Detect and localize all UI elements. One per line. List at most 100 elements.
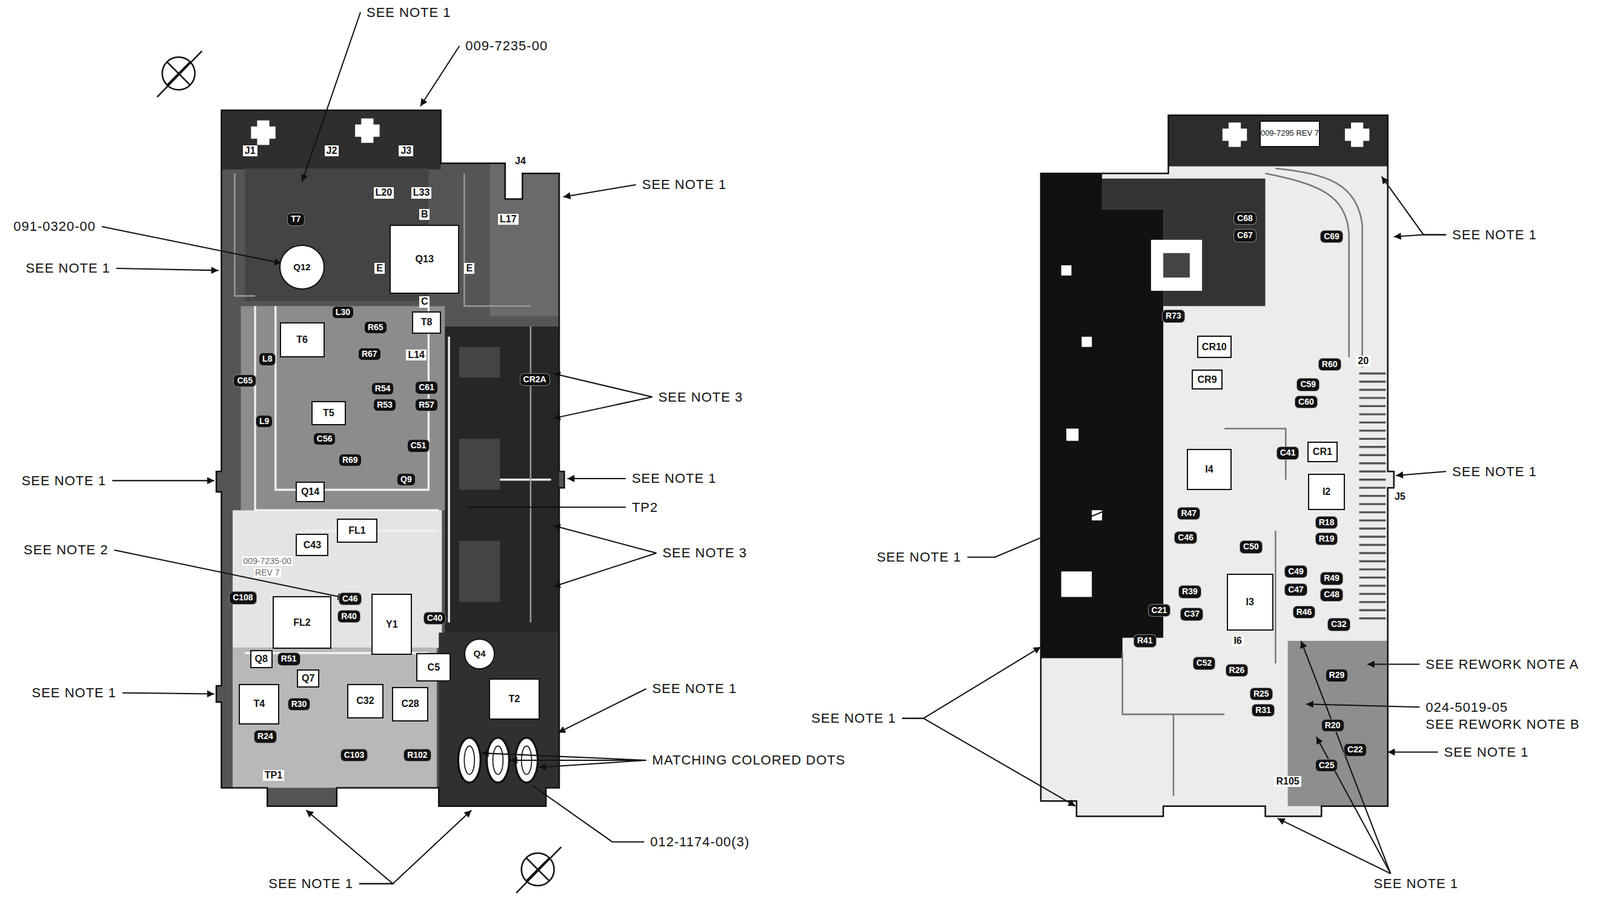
component-body: C48 bbox=[1320, 588, 1343, 601]
component-body: C47 bbox=[1284, 584, 1307, 596]
part-label: L30 bbox=[335, 307, 351, 317]
part-label: C41 bbox=[1280, 448, 1296, 458]
component-body: R102 bbox=[404, 749, 431, 761]
leader-line bbox=[510, 759, 646, 761]
part-label: I4 bbox=[1204, 464, 1213, 475]
component-body: R46 bbox=[1293, 606, 1316, 618]
component-body: C68 bbox=[1234, 212, 1256, 225]
leader-line bbox=[101, 226, 282, 264]
component-body: C61 bbox=[415, 381, 438, 394]
component-body: L30 bbox=[332, 306, 354, 319]
component-outline: Q13 bbox=[389, 224, 460, 295]
component-body: R30 bbox=[288, 698, 311, 711]
part-label: R20 bbox=[1324, 720, 1341, 731]
part-label: I3 bbox=[1246, 596, 1255, 608]
component-body: R69 bbox=[339, 454, 362, 466]
reference-designator: B bbox=[419, 209, 431, 220]
reference-designator: R105 bbox=[1274, 776, 1301, 787]
part-label: R46 bbox=[1296, 607, 1313, 617]
part-label: R69 bbox=[342, 455, 359, 465]
part-label: T6 bbox=[296, 334, 308, 346]
reference-designator: L20 bbox=[373, 187, 395, 199]
part-label: R19 bbox=[1318, 534, 1335, 544]
component-body: R51 bbox=[278, 653, 300, 665]
part-label: C5 bbox=[427, 662, 440, 674]
leader-line bbox=[567, 478, 626, 480]
component-body: C46 bbox=[1174, 531, 1197, 544]
reference-designator: E bbox=[464, 262, 475, 274]
part-label: CR9 bbox=[1197, 374, 1218, 386]
leader-line bbox=[114, 550, 346, 598]
leader-line bbox=[122, 693, 215, 695]
part-label: C22 bbox=[1347, 745, 1364, 755]
part-label: C59 bbox=[1300, 379, 1316, 389]
component-outline: T5 bbox=[311, 401, 346, 426]
part-label: T2 bbox=[508, 693, 521, 705]
leader-line bbox=[553, 396, 653, 419]
callout-note: SEE NOTE 1 bbox=[1450, 227, 1539, 243]
reference-designator: J5 bbox=[1392, 491, 1408, 503]
callout-note: SEE NOTE 3 bbox=[660, 545, 749, 561]
part-label: R26 bbox=[1229, 665, 1245, 675]
part-label: FL1 bbox=[348, 525, 366, 537]
part-label: C40 bbox=[427, 613, 443, 623]
component-body: C49 bbox=[1284, 565, 1307, 578]
part-label: R24 bbox=[257, 731, 274, 741]
callout-note: SEE NOTE 1 bbox=[24, 260, 112, 276]
component-body: C60 bbox=[1295, 396, 1318, 408]
component-body: C56 bbox=[313, 433, 336, 445]
component-body: R54 bbox=[371, 382, 394, 395]
part-label: R40 bbox=[341, 611, 357, 621]
leader-line bbox=[305, 809, 393, 884]
part-label: C49 bbox=[1287, 567, 1304, 577]
component-body: C52 bbox=[1193, 657, 1216, 669]
callout-note: SEE NOTE 3 bbox=[657, 389, 745, 405]
part-label: C60 bbox=[1298, 397, 1315, 407]
callout-note: SEE NOTE 1 bbox=[1450, 464, 1539, 480]
reference-designator: I6 bbox=[1231, 635, 1244, 647]
leader-line bbox=[112, 479, 214, 482]
leader-line bbox=[1394, 234, 1447, 237]
reference-designator: J2 bbox=[324, 145, 340, 157]
component-outline: I3 bbox=[1226, 573, 1274, 631]
part-label: C25 bbox=[1318, 760, 1335, 771]
part-label: Q4 bbox=[473, 648, 486, 660]
part-label: C32 bbox=[356, 695, 374, 707]
part-label: C37 bbox=[1183, 609, 1200, 619]
component-outline: T4 bbox=[238, 683, 280, 725]
part-label: C67 bbox=[1237, 230, 1253, 240]
component-body: R39 bbox=[1178, 585, 1201, 598]
callout-note: 009-7235-00 bbox=[464, 38, 549, 54]
leader-line bbox=[553, 553, 657, 588]
part-label: C69 bbox=[1323, 232, 1340, 242]
component-body: R19 bbox=[1315, 533, 1338, 545]
part-label: R102 bbox=[407, 750, 428, 760]
board-part-number: 009-7295 REV 7 bbox=[1259, 120, 1321, 148]
left-board bbox=[216, 110, 565, 807]
leader-line bbox=[359, 809, 472, 884]
leader-line bbox=[1387, 751, 1439, 753]
component-outline: Q14 bbox=[295, 481, 325, 503]
component-body: C69 bbox=[1320, 230, 1343, 243]
part-label: C68 bbox=[1237, 213, 1253, 223]
component-body: R53 bbox=[373, 399, 396, 411]
part-label: R57 bbox=[418, 400, 435, 410]
part-label: CR10 bbox=[1201, 341, 1227, 353]
part-label: R53 bbox=[376, 400, 393, 410]
part-label: C103 bbox=[344, 750, 365, 760]
component-outline: I4 bbox=[1186, 448, 1232, 490]
callout-note: SEE NOTE 1 bbox=[365, 4, 453, 20]
component-body: C67 bbox=[1234, 229, 1256, 242]
leader-line bbox=[1277, 818, 1391, 874]
component-body: C21 bbox=[1148, 604, 1171, 617]
part-label: CR2A bbox=[523, 375, 547, 385]
component-body: C50 bbox=[1240, 541, 1262, 553]
component-body: C40 bbox=[424, 612, 446, 625]
reference-designator: J4 bbox=[513, 155, 528, 167]
part-label: Q8 bbox=[255, 653, 268, 665]
reference-designator: E bbox=[374, 262, 385, 274]
leader-line bbox=[481, 753, 647, 761]
callout-note: MATCHING COLORED DOTS bbox=[651, 752, 847, 768]
component-outline: T2 bbox=[488, 678, 540, 720]
right-board bbox=[1040, 115, 1395, 817]
